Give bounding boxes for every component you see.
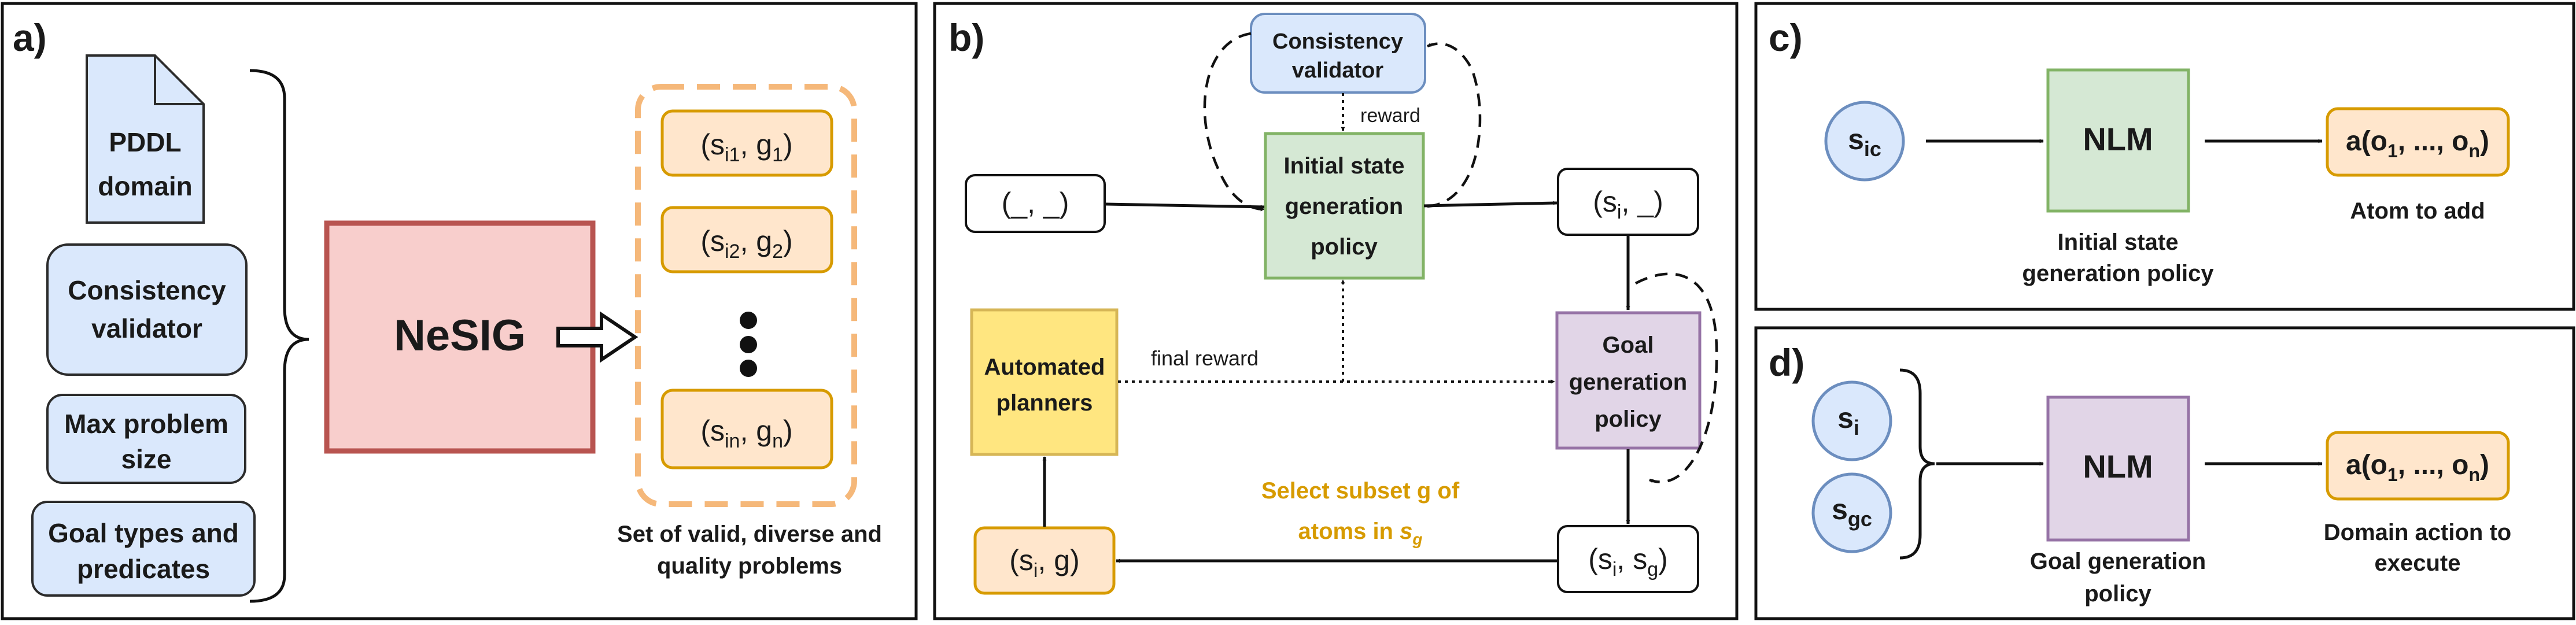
empty-state-box: (_, _) (965, 174, 1106, 233)
c-policy-caption-2: generation policy (2022, 261, 2214, 286)
problems-caption-line1: Set of valid, diverse and (617, 522, 882, 547)
si-circle-text: si (1837, 402, 1859, 439)
panel-a-label: a) (13, 16, 47, 59)
isp-line1: Initial state (1284, 153, 1405, 179)
d-policy-caption-2: policy (2084, 581, 2151, 606)
atom-to-add-caption: Atom to add (2350, 198, 2485, 224)
nesig-box: NeSIG (324, 220, 596, 454)
d-policy-caption-1: Goal generation (2030, 549, 2206, 574)
loop-from-validator (1427, 42, 1482, 208)
isp-line3: policy (1311, 234, 1378, 260)
ellipsis-dots (740, 312, 757, 377)
arrow-empty-to-policy (1105, 202, 1265, 209)
goal-types-line1: Goal types and (48, 518, 239, 548)
problem-box-1: (si1, g1) (660, 109, 833, 177)
gp-line2: generation (1569, 369, 1687, 395)
panel-d: d) si sgc NLM Goal generation policy a(o… (1754, 326, 2575, 620)
atom-output-text: a(o1, ..., on) (2346, 126, 2489, 161)
pddl-domain-box: PDDL domain (86, 54, 205, 224)
action-output-box: a(o1, ..., on) (2326, 431, 2510, 501)
problem-1-text: (si1, g1) (700, 128, 792, 166)
panel-b-label: b) (949, 16, 984, 59)
pddl-domain-line2: domain (98, 171, 193, 201)
sgc-circle: sgc (1811, 472, 1892, 553)
isp-line2: generation (1285, 194, 1403, 219)
gp-line3: policy (1595, 406, 1662, 432)
nlm-goal-box: NLM (2046, 395, 2190, 542)
goal-types-line2: predicates (77, 554, 210, 584)
final-reward-label: final reward (1151, 346, 1259, 370)
si-state-text: (si, _) (1593, 186, 1663, 223)
problems-container (635, 84, 857, 507)
cv-line1: Consistency (1272, 29, 1403, 54)
inputs-brace (249, 69, 309, 603)
ap-line1: Automated (984, 354, 1105, 380)
sic-text: sic (1848, 123, 1881, 161)
panel-b: b) Consistency validator reward Initial … (933, 2, 1739, 620)
problem-box-2: (si2, g2) (660, 206, 833, 273)
si-circle: si (1811, 380, 1892, 461)
reward-label: reward (1360, 105, 1420, 127)
nlm-initial-label: NLM (2083, 121, 2153, 157)
panel-c-label: c) (1769, 16, 1803, 59)
max-problem-size-line1: Max problem (64, 409, 228, 439)
si-g-box: (si, g) (973, 526, 1116, 595)
goal-types-input: Goal types and predicates (31, 501, 256, 597)
si-sg-box: (si, sg) (1557, 525, 1699, 593)
nlm-goal-label: NLM (2083, 448, 2153, 485)
panel-d-label: d) (1769, 341, 1804, 384)
gp-line1: Goal (1603, 332, 1654, 358)
select-subset-line1: Select subset g of (1261, 478, 1460, 504)
problem-2-text: (si2, g2) (700, 225, 792, 262)
si-state-box: (si, _) (1557, 168, 1699, 236)
ap-line2: planners (997, 390, 1093, 416)
c-policy-caption-1: Initial state (2058, 230, 2179, 255)
action-output-text: a(o1, ..., on) (2346, 450, 2489, 485)
cv-line2: validator (1292, 58, 1384, 83)
d-inputs-brace (1899, 368, 1935, 560)
nesig-output-arrow (556, 311, 639, 363)
consistency-validator-box: Consistency validator (1250, 13, 1426, 94)
pddl-domain-line1: PDDL (109, 127, 181, 157)
max-problem-size-input: Max problem size (46, 394, 246, 484)
problems-caption-line2: quality problems (657, 553, 842, 579)
d-output-caption-2: execute (2375, 550, 2461, 576)
d-output-caption-1: Domain action to (2324, 520, 2511, 545)
consistency-validator-line2: validator (91, 313, 202, 343)
automated-planners-box: Automated planners (970, 308, 1119, 456)
goal-policy-box: Goal generation policy (1555, 311, 1702, 450)
nlm-initial-box: NLM (2046, 68, 2190, 213)
panel-c: c) sic NLM Initial state generation poli… (1754, 2, 2575, 311)
atom-output-box: a(o1, ..., on) (2326, 107, 2510, 177)
nesig-label: NeSIG (394, 311, 526, 360)
consistency-validator-line1: Consistency (68, 275, 226, 305)
problem-n-text: (sin, gn) (700, 415, 792, 452)
initial-state-policy-box: Initial state generation policy (1264, 132, 1425, 280)
sgc-circle-text: sgc (1832, 493, 1872, 531)
consistency-validator-input: Consistency validator (46, 243, 248, 376)
sic-circle: sic (1824, 101, 1905, 182)
arrow-policy-to-si (1423, 201, 1558, 208)
si-sg-text: (si, sg) (1588, 543, 1668, 580)
max-problem-size-line2: size (121, 444, 172, 474)
problem-box-n: (sin, gn) (660, 389, 833, 469)
select-subset-line2: atoms in sg (1298, 519, 1423, 548)
panel-a: a) PDDL domain Consistency validator Max… (1, 2, 918, 620)
loop-to-validator (1203, 32, 1265, 212)
goal-policy-loop (1634, 272, 1718, 483)
empty-state-text: (_, _) (1002, 187, 1069, 219)
si-g-text: (si, g) (1009, 544, 1079, 582)
